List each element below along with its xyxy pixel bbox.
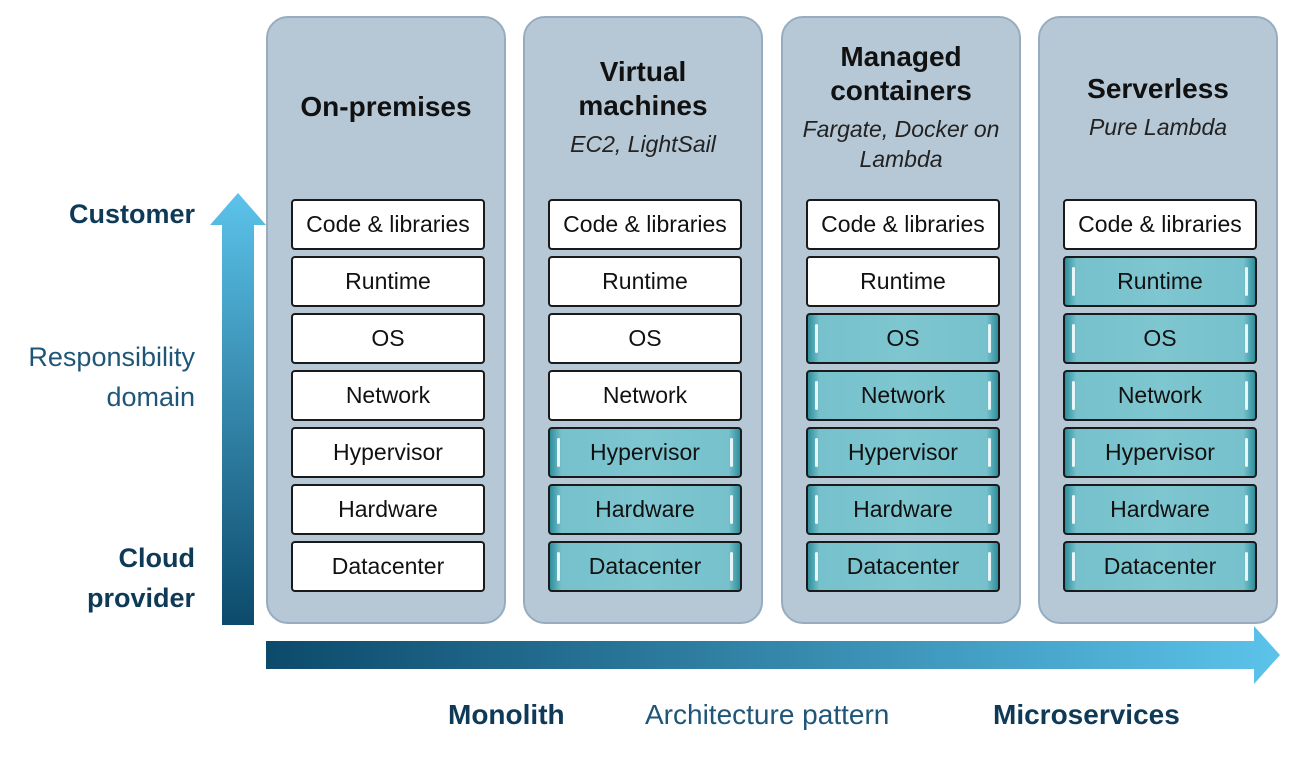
customer-managed-layer: Datacenter [291, 541, 485, 592]
layer-label: Network [1117, 382, 1203, 408]
layer-label: Hypervisor [1105, 439, 1215, 465]
layer-label: Runtime [860, 268, 946, 294]
axis-label-cloud-provider: Cloud provider [87, 538, 195, 618]
customer-managed-layer: Code & libraries [548, 199, 742, 250]
customer-managed-layer: Code & libraries [806, 199, 1000, 250]
provider-managed-layer: Hardware [548, 484, 742, 535]
layer-label: Hardware [338, 496, 438, 522]
column-subtitle-line: Lambda [859, 146, 943, 172]
layer-label: Runtime [602, 268, 688, 294]
layer-label: Runtime [1117, 268, 1203, 294]
customer-label: Customer [68, 199, 195, 229]
column-subtitle: Pure Lambda [1040, 112, 1276, 142]
customer-managed-layer: Network [548, 370, 742, 421]
customer-managed-layer: Code & libraries [1063, 199, 1257, 250]
layer-label: Hardware [595, 496, 695, 522]
responsibility-label: Responsibility [28, 342, 195, 372]
customer-managed-layer: Runtime [548, 256, 742, 307]
customer-managed-layer: Hypervisor [291, 427, 485, 478]
layer-label: Hypervisor [333, 439, 443, 465]
customer-managed-layer: Network [291, 370, 485, 421]
axis-label-customer: Customer [69, 194, 195, 234]
column-subtitle-line: Fargate, Docker on [802, 116, 1000, 142]
monolith-label: Monolith [448, 699, 565, 730]
provider-managed-layer: Hardware [806, 484, 1000, 535]
column-subtitle-line: Pure Lambda [1088, 114, 1228, 140]
customer-managed-layer: Runtime [291, 256, 485, 307]
cloud-label: Cloud [118, 543, 195, 573]
layer-label: Datacenter [331, 553, 445, 579]
customer-managed-layer: Runtime [806, 256, 1000, 307]
column-title: On-premises [300, 91, 472, 122]
provider-label: provider [86, 583, 195, 613]
column-title: Virtual [599, 56, 687, 87]
layer-label: Code & libraries [1078, 211, 1242, 237]
layer-label: Hardware [853, 496, 953, 522]
layer-label: Network [602, 382, 688, 408]
layer-label: OS [628, 325, 662, 351]
responsibility-arrow-icon [210, 193, 266, 625]
architecture-pattern-label: Architecture pattern [645, 699, 890, 730]
column-title: containers [830, 75, 972, 106]
layer-label: Datacenter [1103, 553, 1217, 579]
column-header: On-premises [268, 18, 504, 198]
provider-managed-layer: Network [806, 370, 1000, 421]
provider-managed-layer: Runtime [1063, 256, 1257, 307]
microservices-label: Microservices [993, 699, 1180, 730]
layer-label: Datacenter [846, 553, 960, 579]
column-subtitle-line: EC2, LightSail [570, 131, 716, 157]
customer-managed-layer: Code & libraries [291, 199, 485, 250]
layer-label: Network [345, 382, 431, 408]
customer-managed-layer: OS [548, 313, 742, 364]
provider-managed-layer: Datacenter [548, 541, 742, 592]
column-title: machines [578, 90, 708, 121]
layer-label: Code & libraries [306, 211, 470, 237]
layer-label: OS [1143, 325, 1177, 351]
layer-label: OS [371, 325, 405, 351]
layer-label: Hypervisor [848, 439, 958, 465]
layer-label: Code & libraries [821, 211, 985, 237]
column-title: Managed [840, 41, 962, 72]
layer-label: OS [886, 325, 920, 351]
provider-managed-layer: Hypervisor [548, 427, 742, 478]
column-subtitle: Fargate, Docker on Lambda [783, 114, 1019, 174]
domain-label: domain [106, 382, 195, 412]
customer-managed-layer: Hardware [291, 484, 485, 535]
provider-managed-layer: OS [806, 313, 1000, 364]
layer-label: Hardware [1110, 496, 1210, 522]
layer-label: Network [860, 382, 946, 408]
axis-label-responsibility-domain: Responsibility domain [28, 337, 195, 417]
provider-managed-layer: Hypervisor [806, 427, 1000, 478]
provider-managed-layer: Hypervisor [1063, 427, 1257, 478]
column-title: Serverless [1087, 73, 1229, 104]
provider-managed-layer: OS [1063, 313, 1257, 364]
provider-managed-layer: Network [1063, 370, 1257, 421]
provider-managed-layer: Datacenter [1063, 541, 1257, 592]
provider-managed-layer: Hardware [1063, 484, 1257, 535]
column-subtitle: EC2, LightSail [525, 129, 761, 159]
layer-label: Runtime [345, 268, 431, 294]
provider-managed-layer: Datacenter [806, 541, 1000, 592]
layer-label: Datacenter [588, 553, 702, 579]
customer-managed-layer: OS [291, 313, 485, 364]
architecture-arrow-icon [266, 626, 1280, 684]
layer-label: Code & libraries [563, 211, 727, 237]
layer-label: Hypervisor [590, 439, 700, 465]
